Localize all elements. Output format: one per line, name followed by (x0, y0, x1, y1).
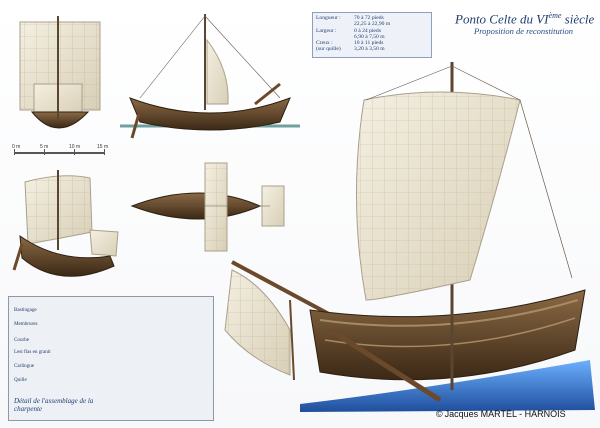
spec-row: Longueur : 70 à 72 pieds 22,25 à 22,90 m (316, 15, 391, 28)
side-view (120, 14, 300, 139)
main-ship (300, 62, 595, 412)
poster-title: Ponto Celte du VIème siècle (455, 11, 595, 27)
specifications-box: Longueur : 70 à 72 pieds 22,25 à 22,90 m… (312, 12, 432, 58)
scale-label: 10 m (69, 144, 81, 150)
scale-tick (44, 149, 45, 155)
copyright-text: Jacques MARTEL - HARNOIS (444, 409, 566, 419)
detail-caption: Détail de l'assemblage de la charpente (14, 397, 94, 413)
detail-label: Carlingue (14, 363, 35, 369)
detail-label: Quille (14, 377, 27, 383)
spec-row: Largeur : 0 à 24 pieds 6,90 à 7,50 m (316, 27, 385, 40)
scale-tick (74, 149, 75, 155)
scale-label: 5 m (40, 144, 49, 150)
detail-panel (8, 296, 214, 421)
detail-label: Membrures (14, 321, 38, 327)
three-quarter-view (12, 170, 119, 277)
scale-label: 0 m (12, 144, 21, 150)
detail-label: Lest flas en granit (14, 349, 51, 355)
detail-label: Bastingage (14, 307, 37, 313)
top-view (130, 162, 285, 252)
detail-label: Courbe (14, 337, 29, 343)
copyright: ©Jacques MARTEL - HARNOIS (436, 409, 568, 420)
copyright-symbol: © (436, 409, 443, 419)
scale-label: 15 m (97, 144, 109, 150)
detached-sail (224, 260, 341, 381)
spec-row: Creux : (sur quille) 10 à 11 pieds 3,20 … (316, 40, 385, 53)
scale-bar (14, 152, 104, 154)
poster-subtitle: Proposition de reconstitution (474, 26, 574, 36)
scale-tick (104, 149, 105, 155)
front-view (19, 16, 101, 129)
scale-tick (14, 149, 15, 155)
